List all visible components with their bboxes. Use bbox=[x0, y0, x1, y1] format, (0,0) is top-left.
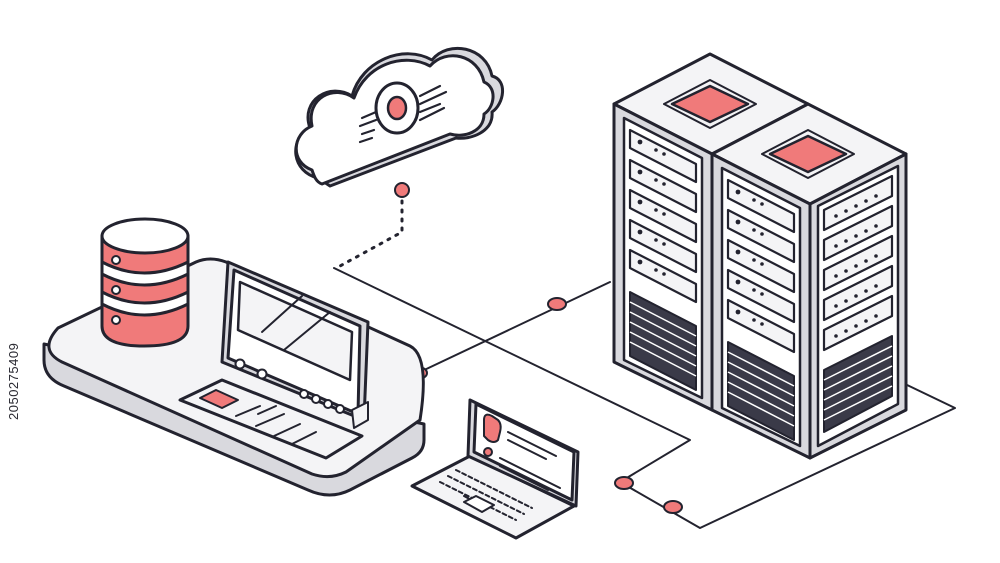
rack-left-top-light bbox=[670, 84, 750, 124]
laptop-screen-lines bbox=[499, 431, 561, 491]
node-cloud bbox=[394, 182, 410, 198]
rack-right-front-slots bbox=[726, 178, 796, 354]
node-bottom-left bbox=[614, 476, 634, 490]
image-id-label: 2050275409 bbox=[6, 342, 21, 420]
main-route-line bbox=[333, 267, 691, 483]
rack-right-top-light bbox=[768, 134, 848, 174]
rack-left-slot-dots bbox=[637, 139, 666, 276]
cloud-dot bbox=[386, 95, 408, 121]
tablet-icon bbox=[0, 0, 370, 460]
cloud-dotted-link bbox=[338, 190, 404, 268]
laptop-accent-dot bbox=[483, 447, 493, 457]
server-rack-icon-2 bbox=[710, 102, 908, 460]
bottom-route-line bbox=[619, 383, 956, 529]
rack-left-vent-lines bbox=[629, 301, 697, 377]
tablet-accent-key bbox=[199, 389, 239, 409]
node-server bbox=[547, 297, 567, 311]
database-dots bbox=[111, 255, 121, 325]
database-icon bbox=[100, 217, 190, 348]
tablet-screen-lines bbox=[261, 295, 331, 351]
rack-right-front-dots bbox=[735, 189, 764, 326]
laptop-trackpad bbox=[463, 495, 495, 513]
cloud-lines bbox=[358, 84, 448, 144]
rack-right-front-vent bbox=[727, 341, 795, 441]
rack-left-slots bbox=[628, 128, 698, 304]
cloud-icon bbox=[294, 46, 504, 188]
node-bottom-right bbox=[663, 500, 683, 514]
laptop-accent-badge bbox=[483, 413, 502, 443]
rack-right-side-slots bbox=[822, 174, 894, 352]
laptop-icon bbox=[410, 398, 580, 540]
rack-right-side-vent bbox=[823, 335, 893, 433]
rack-left-vent bbox=[629, 291, 697, 391]
tablet-key-accent bbox=[0, 0, 1, 1]
rack-right-side-dots bbox=[834, 194, 878, 338]
tablet-key-lines bbox=[235, 405, 317, 445]
tablet-buttons bbox=[234, 358, 345, 414]
connection-nodes bbox=[394, 182, 683, 514]
